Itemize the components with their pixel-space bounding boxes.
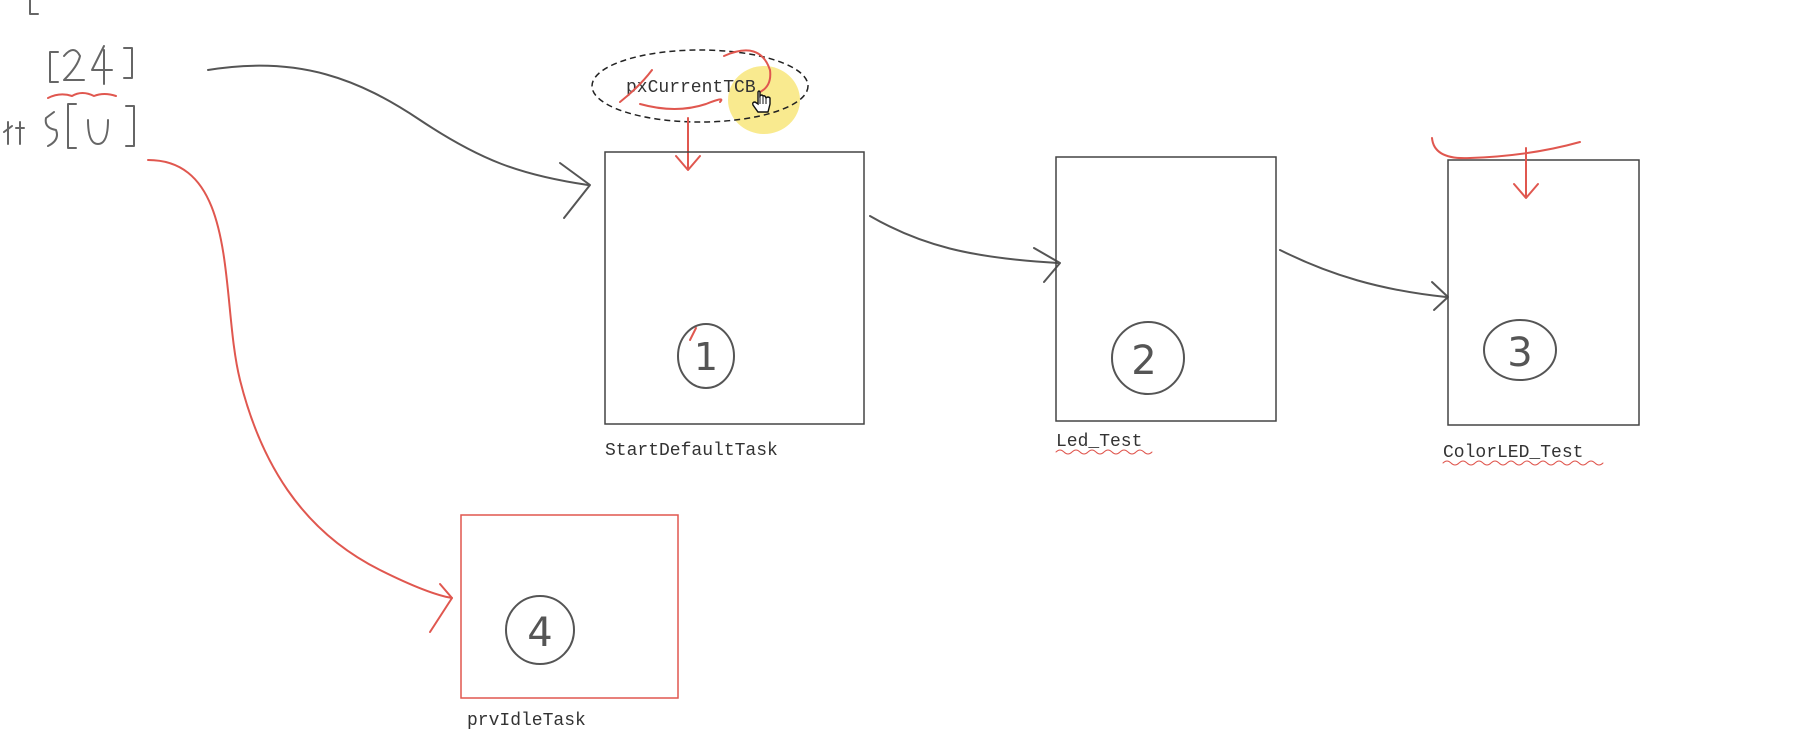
underline-24 — [47, 92, 117, 99]
task3-red-arrow — [1513, 147, 1539, 199]
arrowhead-idle-task — [429, 583, 453, 633]
task-number-3: 3 — [1507, 330, 1532, 376]
task-number-2: 2 — [1131, 338, 1156, 384]
arrow-task1-to-task2 — [869, 215, 1059, 264]
task-label-colorled-test: ColorLED_Test — [1443, 443, 1583, 463]
task-label-colorled-test-squiggle — [1442, 460, 1604, 466]
task-label-led-test-squiggle — [1055, 449, 1153, 455]
handwriting-index-0 — [3, 103, 135, 149]
hand-pointer-icon — [752, 90, 771, 113]
arrow-to-idle-task — [147, 159, 453, 599]
task-number-1-red-mark — [689, 327, 697, 341]
pointer-label-circle — [591, 49, 809, 123]
task-number-circle-4 — [505, 595, 575, 665]
task3-red-arc — [1431, 137, 1581, 160]
task-number-circle-3 — [1483, 319, 1557, 381]
pointer-scribble-left — [619, 69, 653, 103]
task-box-colorled-test — [1447, 159, 1640, 426]
pointer-label: pxCurrentTCB — [626, 78, 756, 98]
task-box-prvidletask — [460, 514, 679, 699]
arrow-task2-to-task3 — [1279, 249, 1447, 298]
task-label-led-test: Led_Test — [1056, 432, 1142, 452]
pointer-scribble-mid — [639, 98, 723, 110]
pointer-scribble-right — [723, 49, 772, 93]
arrow-to-start-default-task — [207, 64, 589, 186]
pointer-arrow — [675, 117, 701, 171]
task-number-circle-1 — [677, 323, 735, 389]
handwriting-index-24 — [29, 0, 133, 85]
task-box-led-test — [1055, 156, 1277, 422]
task-number-1: 1 — [694, 335, 718, 379]
task-number-4: 4 — [527, 610, 552, 656]
arrowhead-task2 — [1033, 247, 1061, 283]
task-number-circle-2 — [1111, 321, 1185, 395]
task-box-start-default-task — [604, 151, 865, 425]
task-label-start-default-task: StartDefaultTask — [605, 441, 778, 461]
task-label-prvidletask: prvIdleTask — [467, 711, 586, 731]
arrowhead-start-default-task — [559, 162, 591, 219]
